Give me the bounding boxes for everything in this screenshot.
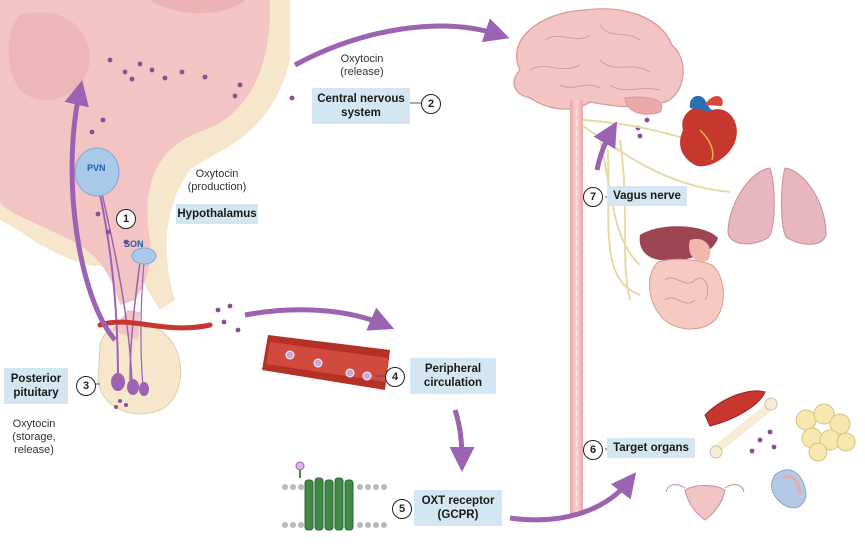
pvn-label: PVN [87, 163, 106, 173]
oxt-receptor-membrane [282, 461, 387, 531]
caption-production: Oxytocin (production) [187, 168, 247, 193]
brain [513, 8, 684, 115]
spinal-cord [570, 100, 583, 515]
step-6-marker: 6 [583, 440, 603, 460]
label-central-nervous-system: Central nervous system [312, 88, 410, 124]
arrow-to-receptor [449, 409, 475, 472]
step-1-marker: 1 [116, 209, 136, 229]
step-4-marker: 4 [385, 367, 405, 387]
label-target-organs: Target organs [607, 438, 695, 458]
pituitary-vessel [97, 319, 213, 331]
arrow-to-circulation [244, 307, 395, 331]
arrow-to-cns [293, 18, 510, 68]
arrow-vagus-to-brain [593, 121, 618, 171]
label-peripheral-circulation: Peripheral circulation [410, 358, 496, 394]
flow-arrows [64, 18, 637, 523]
son-nucleus [131, 247, 157, 265]
pvn-nucleus [74, 147, 120, 197]
step-5-marker: 5 [392, 499, 412, 519]
step-3-marker: 3 [76, 376, 96, 396]
muscle-icon [704, 390, 766, 427]
caption-cns-release: Oxytocin (release) [340, 53, 384, 78]
arrow-to-pvn [64, 80, 117, 342]
nerve-terminals [111, 373, 149, 396]
bone-icon [709, 397, 778, 459]
lungs [727, 167, 827, 245]
digestive-organs [639, 226, 724, 330]
step-2-marker: 2 [421, 94, 441, 114]
label-hypothalamus: Hypothalamus [176, 204, 258, 224]
step-7-marker: 7 [583, 187, 603, 207]
label-vagus-nerve: Vagus nerve [607, 186, 687, 206]
hypothalamus-section [0, 0, 290, 415]
son-label: SON [124, 239, 144, 249]
neuron-axons [97, 184, 145, 389]
label-oxt-receptor: OXT receptor (GCPR) [414, 490, 502, 526]
label-posterior-pituitary: Posterior pituitary [4, 368, 68, 404]
uterus-icon [665, 484, 745, 521]
heart [680, 95, 737, 167]
arrow-to-target-organs [509, 472, 637, 523]
caption-storage: Oxytocin (storage, release) [12, 418, 56, 456]
blood-vessel [262, 335, 390, 390]
adipose-icon [795, 403, 856, 462]
breast-icon [771, 469, 807, 509]
